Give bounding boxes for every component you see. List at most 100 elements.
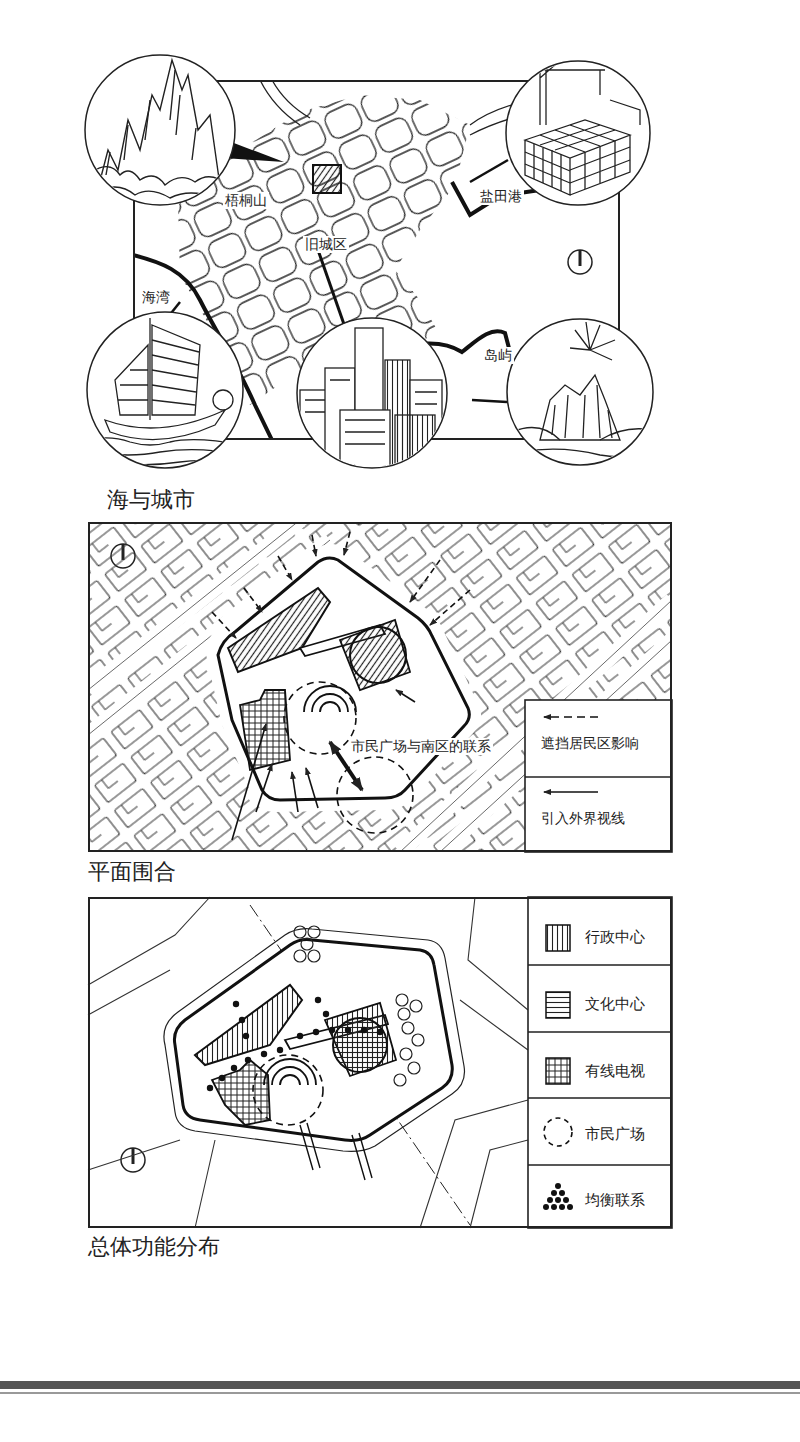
caption-anchor: 平面围合 (88, 859, 176, 885)
mountain-vignette (92, 60, 228, 200)
city-map (133, 255, 272, 440)
function-layout (315, 997, 321, 1003)
function-layout (207, 1085, 213, 1091)
junk-boat-vignette (88, 318, 242, 465)
site-plan-enclosure (212, 532, 470, 638)
north-arrow (568, 250, 592, 274)
function-layout (308, 926, 320, 938)
port-vignette (506, 60, 650, 217)
north-arrow (132, 1148, 135, 1164)
map-label: 盐田港 (478, 188, 524, 205)
function-layout (410, 1000, 422, 1012)
function-layout (394, 1074, 406, 1086)
function-layout (285, 1015, 388, 1049)
legend-table (543, 1204, 549, 1210)
map-label: 海湾 (140, 289, 172, 306)
function-layout (325, 1003, 396, 1076)
caption-anchor: 海与城市 (107, 487, 195, 513)
site-plan-enclosure (312, 535, 316, 556)
function-layout (402, 1022, 414, 1034)
site-plan-enclosure (337, 757, 413, 833)
site-plan-enclosure (205, 544, 481, 812)
junk-boat-vignette (105, 410, 225, 440)
legend-table (567, 1204, 573, 1210)
function-layout (396, 994, 408, 1006)
island-vignette (507, 319, 653, 465)
city-map (178, 95, 470, 405)
site-plan-enclosure (430, 590, 470, 625)
site-plan-enclosure (284, 682, 356, 754)
label-anchor: 旧城区 (303, 234, 349, 253)
legend-table (546, 925, 570, 951)
legend-text: 行政中心 (584, 928, 646, 946)
function-layout (164, 929, 465, 1152)
port-vignette (525, 144, 570, 191)
function-layout (233, 1001, 239, 1007)
panel-caption: 平面围合 (88, 859, 176, 885)
map-label: 梧桐山 (223, 192, 269, 209)
legend-entry: 均衡联系 (584, 1190, 646, 1209)
city-map (470, 160, 508, 182)
site-plan-enclosure (344, 532, 350, 555)
city-vignette (305, 380, 437, 444)
city-vignette (395, 415, 435, 470)
city-map (318, 250, 346, 330)
panel-frame: 海与城市 (133, 80, 620, 440)
legend-entry: 市民广场 (584, 1124, 646, 1143)
legend-table (563, 1197, 569, 1203)
mountain-vignette (106, 70, 196, 175)
footer-bar (0, 1381, 800, 1389)
island-vignette (512, 322, 652, 457)
legend-entry: 文化中心 (584, 994, 646, 1013)
label-anchor: 盐田港 (478, 186, 524, 205)
island-vignette (507, 319, 653, 465)
island-vignette (540, 375, 620, 440)
city-vignette (297, 318, 447, 470)
site-plan-enclosure (278, 556, 292, 580)
panel-caption: 总体功能分布 (88, 1234, 220, 1260)
junk-boat-vignette (149, 318, 150, 420)
legend-table (551, 1190, 557, 1196)
legend-table (544, 791, 598, 793)
legend-entry: 有线电视 (584, 1061, 646, 1080)
label-anchor: 市民广场与南区的联系 (349, 736, 493, 755)
site-plan-enclosure (88, 522, 672, 852)
legend-text: 市民广场 (584, 1125, 646, 1143)
function-layout (329, 1027, 335, 1033)
legend-text: 有线电视 (584, 1062, 646, 1080)
legend-table (555, 1183, 561, 1189)
city-map (472, 400, 507, 402)
function-layout (408, 1062, 420, 1074)
function-layout (88, 897, 528, 1228)
port-vignette (506, 61, 650, 205)
map-label: 市民广场与南区的联系 (349, 738, 493, 755)
junk-boat-vignette (87, 312, 243, 468)
footer-bar (0, 1392, 800, 1394)
legend-table (559, 1204, 565, 1210)
city-vignette (300, 328, 442, 470)
site-plan-enclosure (88, 522, 672, 852)
site-plan-enclosure (340, 620, 410, 690)
legend-text: 均衡联系 (584, 1191, 646, 1209)
legend-table (525, 700, 672, 852)
legend-text: 文化中心 (584, 995, 646, 1013)
function-layout (245, 1057, 251, 1063)
legend-table (528, 897, 672, 1228)
city-vignette (297, 318, 447, 468)
mountain-vignette (100, 187, 215, 198)
function-layout (294, 926, 306, 938)
function-layout (301, 938, 313, 950)
legend-table (525, 776, 672, 778)
function-layout (398, 1008, 410, 1020)
site-plan-enclosure (300, 625, 385, 656)
port-vignette (570, 141, 630, 189)
port-vignette (530, 100, 640, 217)
caption-anchor: 总体功能分布 (88, 1234, 220, 1260)
panel-caption: 海与城市 (107, 487, 195, 513)
map-label: 旧城区 (303, 236, 349, 253)
north-arrow (579, 250, 582, 266)
junk-boat-vignette (115, 345, 148, 415)
